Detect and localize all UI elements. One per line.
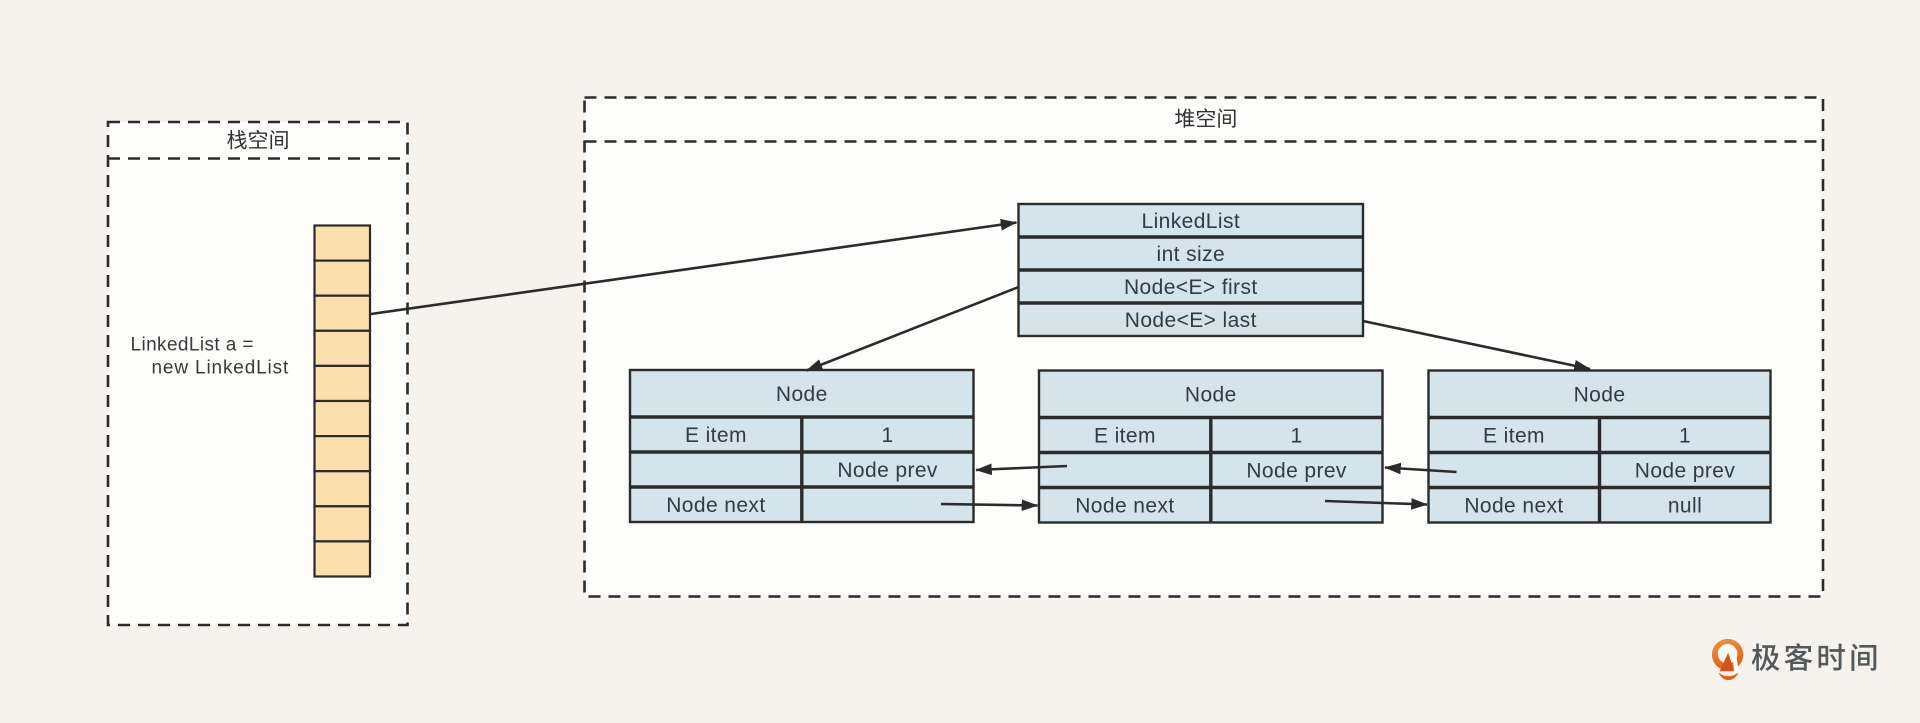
- svg-text:1: 1: [1679, 424, 1691, 447]
- svg-text:new LinkedList: new LinkedList: [152, 358, 290, 379]
- svg-text:Node prev: Node prev: [837, 459, 938, 482]
- svg-text:int size: int size: [1157, 243, 1226, 266]
- svg-text:E item: E item: [1483, 424, 1545, 447]
- svg-text:LinkedList a =: LinkedList a =: [131, 335, 254, 356]
- svg-text:Node: Node: [776, 383, 828, 406]
- svg-text:LinkedList: LinkedList: [1142, 210, 1241, 233]
- svg-text:Node next: Node next: [1075, 494, 1174, 517]
- svg-text:Node prev: Node prev: [1246, 459, 1347, 482]
- svg-text:Node<E> first: Node<E> first: [1124, 276, 1258, 299]
- svg-text:Node next: Node next: [666, 494, 765, 517]
- svg-text:Node prev: Node prev: [1635, 459, 1736, 482]
- svg-text:Node: Node: [1574, 383, 1626, 406]
- svg-text:1: 1: [1291, 424, 1303, 447]
- svg-text:E item: E item: [685, 424, 747, 447]
- svg-text:E item: E item: [1094, 424, 1156, 447]
- svg-text:1: 1: [882, 424, 894, 447]
- svg-text:Node: Node: [1185, 383, 1237, 406]
- svg-text:Node next: Node next: [1464, 494, 1563, 517]
- svg-text:Node<E> last: Node<E> last: [1125, 309, 1257, 332]
- svg-text:null: null: [1668, 494, 1702, 517]
